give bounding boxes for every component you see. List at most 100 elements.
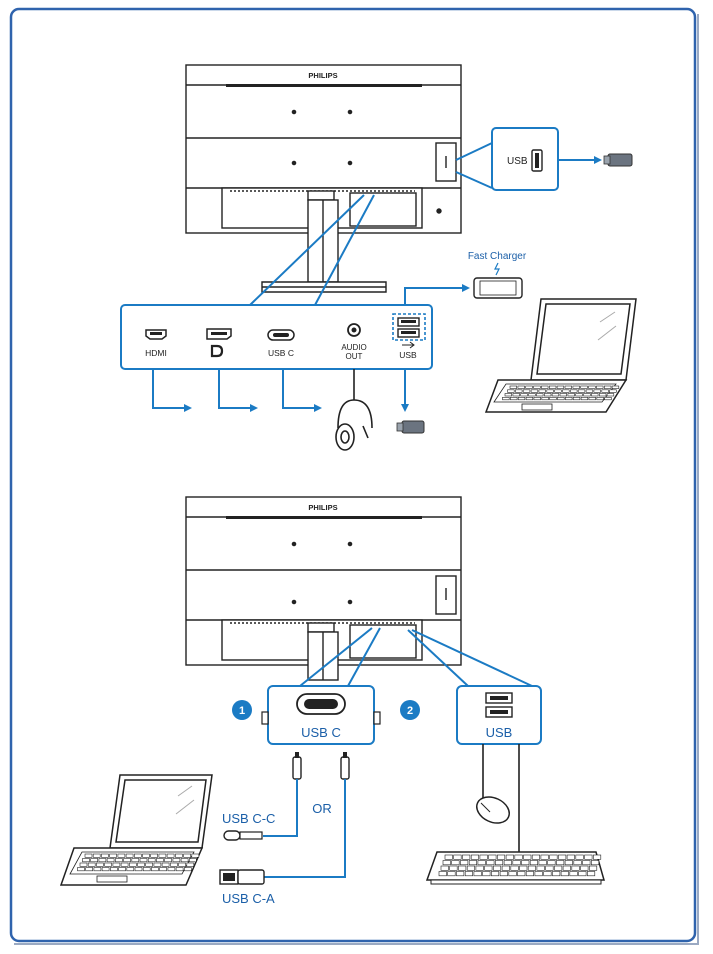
usb-flash-drive-icon <box>603 153 633 167</box>
key <box>590 860 600 866</box>
brand-logo-bottom: PHILIPS <box>308 503 337 512</box>
key <box>161 862 170 867</box>
key <box>517 396 526 401</box>
key <box>541 396 549 401</box>
key <box>596 396 604 401</box>
key <box>451 860 460 866</box>
key <box>129 862 137 867</box>
laptop-keyboard-grid-bottom <box>77 853 200 872</box>
usb-c-port-icon <box>267 329 295 341</box>
usb-c-port-large-icon <box>296 693 346 715</box>
key <box>117 853 126 858</box>
key <box>580 396 589 401</box>
key <box>473 871 482 877</box>
key <box>184 867 192 872</box>
key <box>479 854 488 860</box>
port-label-usbc: USB C <box>268 348 294 358</box>
key <box>186 862 195 867</box>
key <box>517 385 525 389</box>
key <box>521 860 530 866</box>
key <box>593 389 601 393</box>
key <box>515 389 523 393</box>
key <box>606 393 615 397</box>
key <box>533 396 541 401</box>
key <box>554 389 562 393</box>
monitor-bottom <box>185 496 462 681</box>
key <box>189 858 197 863</box>
key <box>556 860 565 866</box>
key <box>551 393 560 397</box>
key <box>529 860 539 866</box>
key <box>525 396 534 401</box>
usb-hub-callout-left <box>407 629 469 687</box>
key <box>159 867 167 872</box>
cable-cc-label: USB C-C <box>222 811 275 826</box>
key <box>512 860 521 866</box>
key <box>134 867 143 872</box>
key <box>477 860 486 866</box>
key <box>126 867 135 872</box>
usbc-arrow <box>282 369 322 412</box>
fast-charge-connector <box>404 284 470 305</box>
key <box>527 865 537 871</box>
lightning-icon <box>494 262 500 276</box>
key <box>585 389 594 393</box>
key <box>82 858 90 863</box>
key <box>475 865 484 871</box>
key <box>572 396 581 401</box>
key <box>104 862 112 867</box>
key <box>540 854 549 860</box>
key <box>167 867 176 872</box>
key <box>611 385 620 389</box>
key <box>523 854 532 860</box>
key <box>158 853 167 858</box>
key <box>583 393 591 397</box>
key <box>449 865 458 871</box>
usb-hub-callout-right <box>411 629 533 687</box>
key <box>112 862 121 867</box>
key <box>543 393 552 397</box>
key <box>546 389 554 393</box>
step-badge-1 <box>232 700 252 720</box>
key <box>175 867 184 872</box>
fast-charger-label: Fast Charger <box>468 251 527 262</box>
key <box>101 853 109 858</box>
key <box>582 860 591 866</box>
usbc-callout-right <box>347 627 381 687</box>
key <box>538 860 547 866</box>
key <box>442 860 451 866</box>
key <box>567 393 575 397</box>
key <box>580 385 588 389</box>
key <box>530 389 539 393</box>
key <box>147 858 156 863</box>
usbc-label: USB C <box>301 725 341 740</box>
key <box>494 860 504 866</box>
usb-hub-label: USB <box>486 725 513 740</box>
key <box>460 860 469 866</box>
key <box>504 393 512 397</box>
key <box>120 862 129 867</box>
key <box>466 865 476 871</box>
usb-a-port-icon <box>531 149 543 172</box>
key <box>156 858 164 863</box>
key <box>564 385 572 389</box>
key <box>541 385 549 389</box>
monitor-top <box>185 64 462 293</box>
key <box>565 396 573 401</box>
cable-ca-label: USB C-A <box>222 891 275 906</box>
key <box>586 871 596 877</box>
key <box>490 871 500 877</box>
key <box>440 865 449 871</box>
key <box>580 865 589 871</box>
key <box>499 871 508 877</box>
key <box>183 853 191 858</box>
key <box>93 867 102 872</box>
audio-jack-icon <box>347 323 361 337</box>
key <box>456 871 465 877</box>
key <box>109 853 117 858</box>
usb-flash-drive-icon-2 <box>396 420 425 434</box>
key <box>470 854 480 860</box>
key <box>510 396 518 401</box>
dp-arrow <box>218 369 258 412</box>
